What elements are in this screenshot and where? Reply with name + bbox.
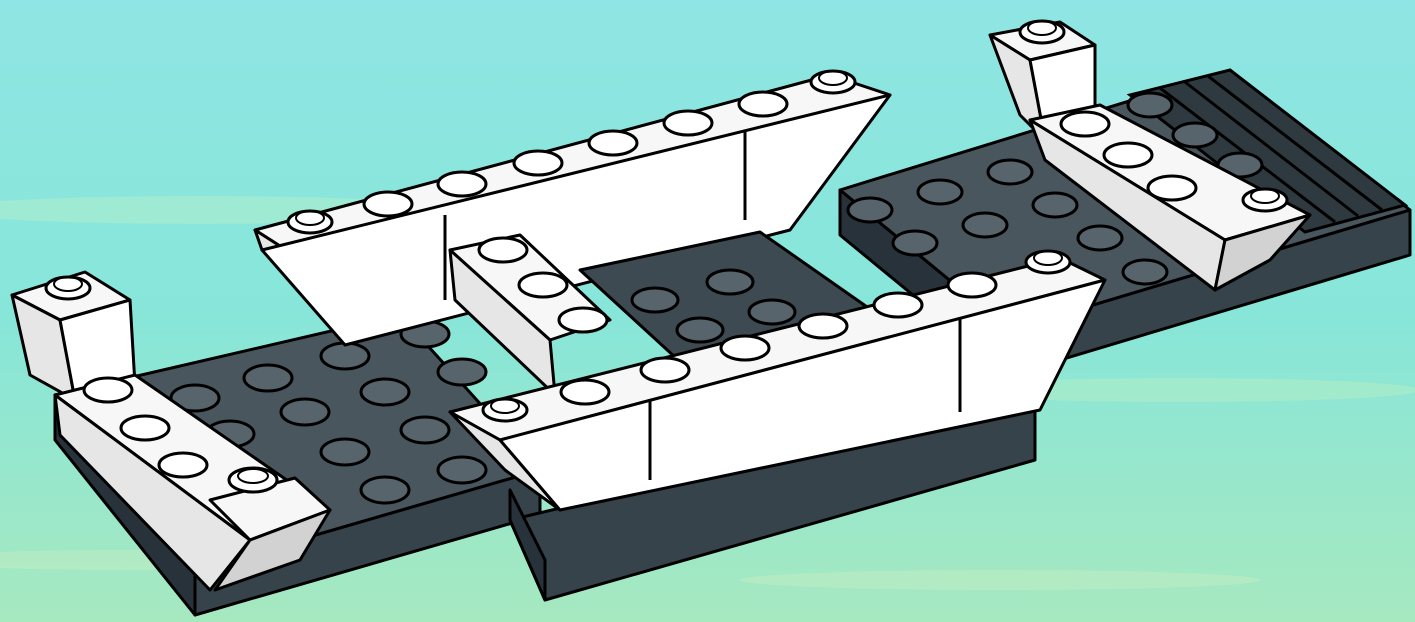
white-stud — [157, 451, 209, 479]
dark-stud — [961, 211, 1009, 239]
white-stud — [227, 466, 279, 494]
hull-floor-studs — [630, 268, 797, 344]
white-stud — [481, 397, 529, 423]
white-stud — [662, 109, 714, 137]
dark-stud — [705, 268, 755, 296]
white-stud — [436, 170, 488, 198]
right-corner-wedge — [988, 19, 1312, 292]
dark-stud — [436, 455, 488, 485]
white-stud — [1018, 19, 1066, 45]
dark-stud — [986, 158, 1034, 186]
white-stud — [362, 190, 414, 218]
white-stud — [1059, 110, 1111, 138]
dark-stud — [1121, 258, 1169, 286]
dark-stud — [319, 437, 371, 467]
white-stud — [517, 271, 569, 299]
white-stud — [809, 69, 857, 95]
dark-stud — [279, 397, 331, 427]
white-stud — [1241, 187, 1289, 213]
right-plate-studs — [846, 91, 1264, 286]
white-stud — [286, 209, 334, 235]
white-stud — [1024, 249, 1072, 275]
dark-stud — [359, 377, 411, 407]
white-stud — [512, 149, 564, 177]
white-stud — [797, 312, 849, 340]
dark-stud — [359, 475, 411, 505]
white-stud — [477, 236, 529, 264]
dark-stud — [891, 229, 939, 257]
dark-stud — [1031, 191, 1079, 219]
dark-stud — [242, 363, 294, 393]
dark-stud — [436, 357, 488, 387]
dark-stud — [1076, 224, 1124, 252]
dark-stud — [399, 415, 451, 445]
white-stud — [119, 414, 171, 442]
dark-stud — [169, 383, 221, 413]
white-stud — [557, 306, 609, 334]
white-stud — [946, 271, 998, 299]
back-long-slope-brick — [253, 69, 892, 347]
dark-stud — [675, 316, 725, 344]
white-stud — [1102, 141, 1154, 169]
left-corner-wedge — [10, 270, 332, 592]
dark-stud — [747, 298, 797, 326]
white-stud — [82, 376, 134, 404]
white-stud — [719, 334, 771, 362]
white-stud — [559, 378, 611, 406]
white-stud — [639, 356, 691, 384]
center-hull — [448, 230, 1107, 512]
dark-stud — [319, 341, 371, 371]
white-stud — [587, 129, 639, 157]
white-stud — [872, 291, 924, 319]
dark-stud — [916, 178, 964, 206]
white-stud — [1146, 174, 1198, 202]
dark-stud — [846, 196, 894, 224]
dark-stud — [630, 286, 680, 314]
left-plate-studs — [169, 319, 488, 505]
center-base-plate — [508, 393, 1037, 602]
white-stud — [44, 275, 92, 301]
dark-stud — [1171, 121, 1219, 149]
white-stud — [737, 90, 789, 118]
dark-stud — [1126, 91, 1174, 119]
